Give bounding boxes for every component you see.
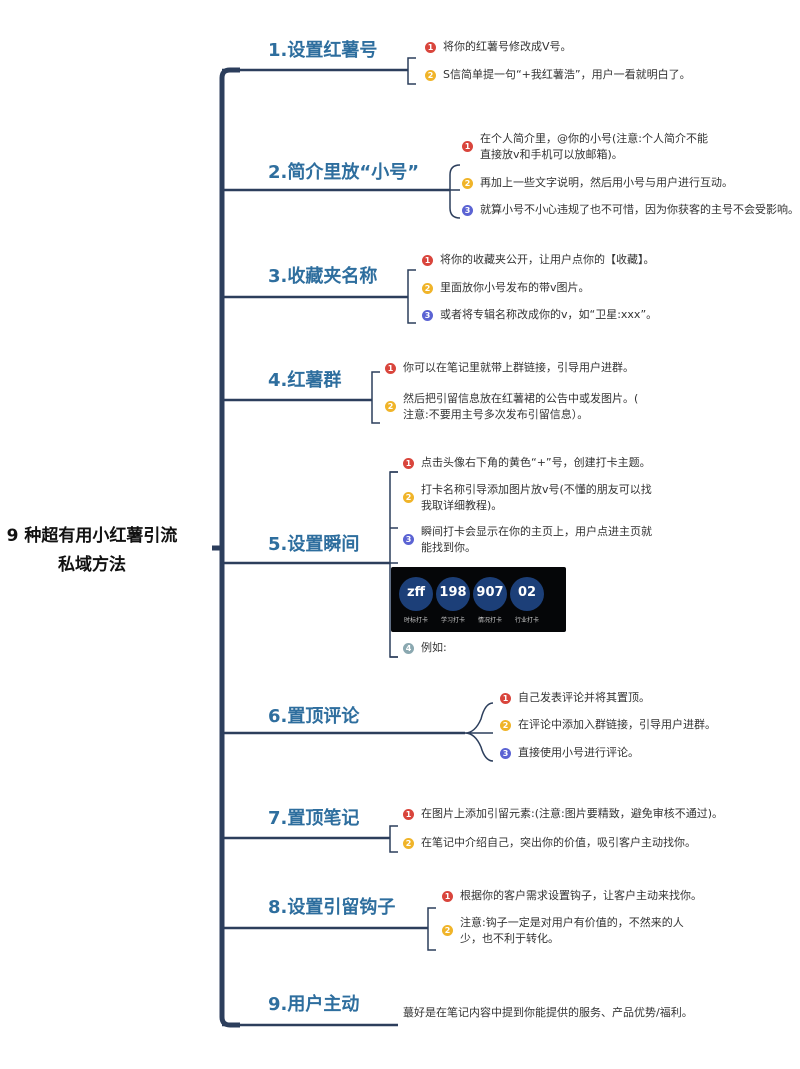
item-text-line: 打卡名称引导添加图片放v号(不懂的朋友可以找 xyxy=(421,483,652,496)
checkin-label: 时标打卡 xyxy=(403,617,428,624)
item-text-line: 少，也不利于转化。 xyxy=(460,932,559,945)
branch-title: 4.红薯群 xyxy=(268,370,342,391)
list-item: 例如: xyxy=(421,640,447,656)
number-badge: 1 xyxy=(500,693,511,704)
bracket xyxy=(371,371,380,424)
item-text-line: 直接放v和手机可以放邮箱)。 xyxy=(480,148,623,161)
branch-title: 9.用户主动 xyxy=(268,994,360,1015)
branch-title: 3.收藏夹名称 xyxy=(268,266,378,287)
list-item: 蕞好是在笔记内容中提到你能提供的服务、产品优势/福利。 xyxy=(403,1005,693,1021)
number-badge: 3 xyxy=(462,205,473,216)
item-text-line: 自己发表评论并将其置顶。 xyxy=(518,691,650,704)
number-badge: 2 xyxy=(403,838,414,849)
bracket xyxy=(407,57,416,85)
list-item: 直接使用小号进行评论。 xyxy=(518,745,639,761)
number-badge: 1 xyxy=(442,891,453,902)
item-text-line: 根据你的客户需求设置钩子，让客户主动来找你。 xyxy=(460,889,702,902)
list-item: 根据你的客户需求设置钩子，让客户主动来找你。 xyxy=(460,888,702,904)
list-item: 打卡名称引导添加图片放v号(不懂的朋友可以找我取详细教程)。 xyxy=(421,482,652,514)
list-item: 里面放你小号发布的带v图片。 xyxy=(440,280,590,296)
item-text-line: 我取详细教程)。 xyxy=(421,499,503,512)
item-text-line: 注意:不要用主号多次发布引留信息）。 xyxy=(403,408,589,421)
number-badge: 2 xyxy=(425,70,436,81)
number-badge: 1 xyxy=(422,255,433,266)
item-text-line: 然后把引留信息放在红薯裙的公告中或发图片。( xyxy=(403,392,639,405)
item-text-line: 在图片上添加引留元素:(注意:图片要精致，避免审核不通过)。 xyxy=(421,807,723,820)
checkin-badge: zff xyxy=(399,577,433,611)
checkin-badge: 02 xyxy=(510,577,544,611)
branch-title: 7.置顶笔记 xyxy=(268,808,360,829)
spine-line xyxy=(219,67,240,1028)
list-item: 在个人简介里，@你的小号(注意:个人简介不能直接放v和手机可以放邮箱)。 xyxy=(480,131,708,163)
item-text-line: 在评论中添加入群链接，引导用户进群。 xyxy=(518,718,716,731)
number-badge: 1 xyxy=(403,809,414,820)
number-badge: 1 xyxy=(462,141,473,152)
list-item: 再加上一些文字说明，然后用小号与用户进行互动。 xyxy=(480,175,733,191)
checkin-label: 行业打卡 xyxy=(514,617,539,624)
item-text-line: 在个人简介里，@你的小号(注意:个人简介不能 xyxy=(480,132,708,145)
item-text-line: 注意:钩子一定是对用户有价值的，不然来的人 xyxy=(460,916,684,929)
number-badge: 1 xyxy=(385,363,396,374)
checkin-badge: 907 xyxy=(473,577,507,611)
item-text-line: S信简单提一句“+我红薯浩”，用户一看就明白了。 xyxy=(443,68,691,81)
number-badge: 2 xyxy=(462,178,473,189)
list-item: 然后把引留信息放在红薯裙的公告中或发图片。( 注意:不要用主号多次发布引留信息）。 xyxy=(403,391,638,423)
number-badge: 2 xyxy=(403,492,414,503)
list-item: 注意:钩子一定是对用户有价值的，不然来的人少，也不利于转化。 xyxy=(460,915,684,947)
number-badge: 3 xyxy=(500,748,511,759)
checkin-label: 情况打卡 xyxy=(477,617,502,624)
number-badge: 2 xyxy=(385,401,396,412)
number-badge: 1 xyxy=(425,42,436,53)
item-text-line: 将你的收藏夹公开，让用户点你的【收藏】。 xyxy=(440,253,655,266)
root-title: 9 种超有用小红薯引流私域方法 xyxy=(6,526,178,575)
list-item: 就算小号不小心违规了也不可惜，因为你获客的主号不会受影响。 xyxy=(480,202,799,218)
list-item: 在笔记中介绍自己，突出你的价值，吸引客户主动找你。 xyxy=(421,835,696,851)
bracket xyxy=(389,825,398,853)
branch-title: 1.设置红薯号 xyxy=(268,40,378,61)
number-badge: 2 xyxy=(442,925,453,936)
branch-title: 5.设置瞬间 xyxy=(268,534,360,555)
item-text-line: 里面放你小号发布的带v图片。 xyxy=(440,281,590,294)
checkin-example-image: zff 时标打卡 198 学习打卡 907 情况打卡 02 行业打卡 xyxy=(391,567,566,632)
number-badge: 3 xyxy=(403,534,414,545)
list-item: 将你的红薯号修改成V号。 xyxy=(443,39,572,55)
item-text-line: 或者将专辑名称改成你的v，如“卫星:xxx”。 xyxy=(440,308,658,321)
list-item: 自己发表评论并将其置顶。 xyxy=(518,690,650,706)
item-text-line: 你可以在笔记里就带上群链接，引导用户进群。 xyxy=(403,361,634,374)
list-item: S信简单提一句“+我红薯浩”，用户一看就明白了。 xyxy=(443,67,691,83)
item-text-line: 再加上一些文字说明，然后用小号与用户进行互动。 xyxy=(480,176,733,189)
curly-bracket xyxy=(449,164,461,219)
number-badge: 2 xyxy=(500,720,511,731)
branch-title: 2.简介里放“小号” xyxy=(268,162,420,183)
bracket xyxy=(407,269,416,324)
list-item: 瞬间打卡会显示在你的主页上，用户点进主页就能找到你。 xyxy=(421,524,652,556)
list-item: 将你的收藏夹公开，让用户点你的【收藏】。 xyxy=(440,252,655,268)
branch-title: 8.设置引留钩子 xyxy=(268,897,396,918)
list-item: 或者将专辑名称改成你的v，如“卫星:xxx”。 xyxy=(440,307,657,323)
item-text-line: 直接使用小号进行评论。 xyxy=(518,746,639,759)
list-item: 点击头像右下角的黄色“+”号，创建打卡主题。 xyxy=(421,455,651,471)
number-badge: 2 xyxy=(422,283,433,294)
item-text-line: 能找到你。 xyxy=(421,541,476,554)
list-item: 在评论中添加入群链接，引导用户进群。 xyxy=(518,717,716,733)
item-text-line: 在笔记中介绍自己，突出你的价值，吸引客户主动找你。 xyxy=(421,836,696,849)
number-badge: 4 xyxy=(403,643,414,654)
item-text-line: 将你的红薯号修改成V号。 xyxy=(443,40,572,53)
list-item: 在图片上添加引留元素:(注意:图片要精致，避免审核不通过)。 xyxy=(421,806,723,822)
branch-title: 6.置顶评论 xyxy=(268,706,360,727)
checkin-badge: 198 xyxy=(436,577,470,611)
item-text-line: 点击头像右下角的黄色“+”号，创建打卡主题。 xyxy=(421,456,651,469)
item-text-line: 蕞好是在笔记内容中提到你能提供的服务、产品优势/福利。 xyxy=(403,1006,693,1019)
number-badge: 1 xyxy=(403,458,414,469)
fan-connector xyxy=(464,702,494,762)
item-text-line: 例如: xyxy=(421,641,447,654)
item-text-line: 就算小号不小心违规了也不可惜，因为你获客的主号不会受影响。 xyxy=(480,203,799,216)
number-badge: 3 xyxy=(422,310,433,321)
list-item: 你可以在笔记里就带上群链接，引导用户进群。 xyxy=(403,360,634,376)
bracket xyxy=(427,907,436,951)
checkin-label: 学习打卡 xyxy=(440,617,465,624)
item-text-line: 瞬间打卡会显示在你的主页上，用户点进主页就 xyxy=(421,525,652,538)
